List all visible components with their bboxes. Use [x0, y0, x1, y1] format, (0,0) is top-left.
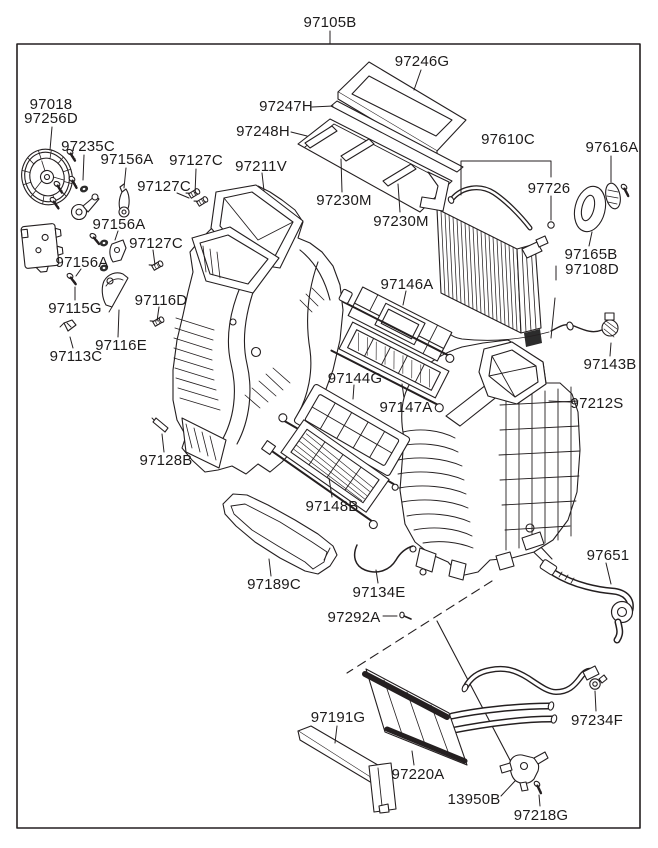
filter-grille: [261, 419, 390, 530]
wire-and-screws: [353, 544, 414, 620]
part-label-97246G: 97246G: [394, 53, 450, 70]
door-plate-upper: [338, 286, 455, 363]
part-label-97146A: 97146A: [380, 276, 434, 293]
part-label-97191G: 97191G: [310, 709, 366, 726]
drain-tray: [222, 493, 338, 575]
part-label-97127C-3: 97127C: [129, 235, 183, 252]
part-label-97147A: 97147A: [379, 399, 433, 416]
part-label-97256D: 97256D: [24, 110, 78, 127]
hose-clamp: [589, 674, 608, 690]
heater-core: [362, 665, 608, 766]
part-label-97248H: 97248H: [236, 123, 290, 140]
part-label-97218G: 97218G: [513, 807, 569, 824]
part-label-97212S: 97212S: [570, 395, 624, 412]
part-label-97616A: 97616A: [585, 139, 639, 156]
part-label-97189C: 97189C: [247, 576, 301, 593]
part-label-97108D: 97108D: [565, 261, 619, 278]
heater-case-left: [172, 184, 344, 475]
cover-seal-strip: [330, 100, 464, 173]
part-label-97134E: 97134E: [352, 584, 406, 601]
insulation-pad: [297, 725, 397, 814]
part-label-97156A-3: 97156A: [55, 254, 109, 271]
part-label-97234F: 97234F: [570, 712, 624, 729]
part-label-97220A: 97220A: [391, 766, 445, 783]
diagram-border: [16, 43, 641, 829]
part-label-97143B: 97143B: [583, 356, 637, 373]
callout-leader-lines: [49, 30, 612, 807]
part-label-97156A-1: 97156A: [100, 151, 154, 168]
heater-case-right: [397, 339, 581, 581]
part-label-97148B: 97148B: [305, 498, 359, 515]
thermistor-sensor: [449, 312, 619, 341]
actuator-motor: [20, 223, 64, 273]
part-label-97230M-2: 97230M: [373, 213, 429, 230]
part-label-97018: 97018: [29, 96, 73, 113]
part-label-97651: 97651: [586, 547, 630, 564]
part-label-97144G: 97144G: [327, 370, 383, 387]
part-label-97610C: 97610C: [481, 131, 535, 148]
part-label-97156A-2: 97156A: [92, 216, 146, 233]
water-valve: [499, 751, 549, 795]
evaporator-core: [436, 185, 549, 347]
part-label-97292A: 97292A: [327, 609, 381, 626]
part-label-97726: 97726: [527, 180, 571, 197]
drain-hose: [539, 559, 634, 644]
part-label-97127C-2: 97127C: [137, 178, 191, 195]
part-label-97165B: 97165B: [564, 246, 618, 263]
part-label-13950B: 13950B: [447, 791, 501, 808]
part-label-97235C: 97235C: [61, 138, 115, 155]
part-label-97113C: 97113C: [49, 348, 103, 365]
part-label-97230M-1: 97230M: [316, 192, 372, 209]
part-label-97247H: 97247H: [259, 98, 313, 115]
seal-and-grommet-parts: [449, 182, 634, 341]
cover-frame-lower: [297, 118, 453, 213]
linkage-small-parts: [46, 147, 210, 433]
part-label-97127C-1: 97127C: [169, 152, 223, 169]
grille-plate-mid: [330, 321, 450, 413]
part-label-97115G: 97115G: [48, 300, 102, 317]
part-label-97116D: 97116D: [134, 292, 188, 309]
part-label-97128B: 97128B: [139, 452, 193, 469]
part-label-97211V: 97211V: [235, 158, 287, 175]
part-label-97105B: 97105B: [303, 14, 357, 31]
part-label-97116E: 97116E: [95, 337, 147, 354]
